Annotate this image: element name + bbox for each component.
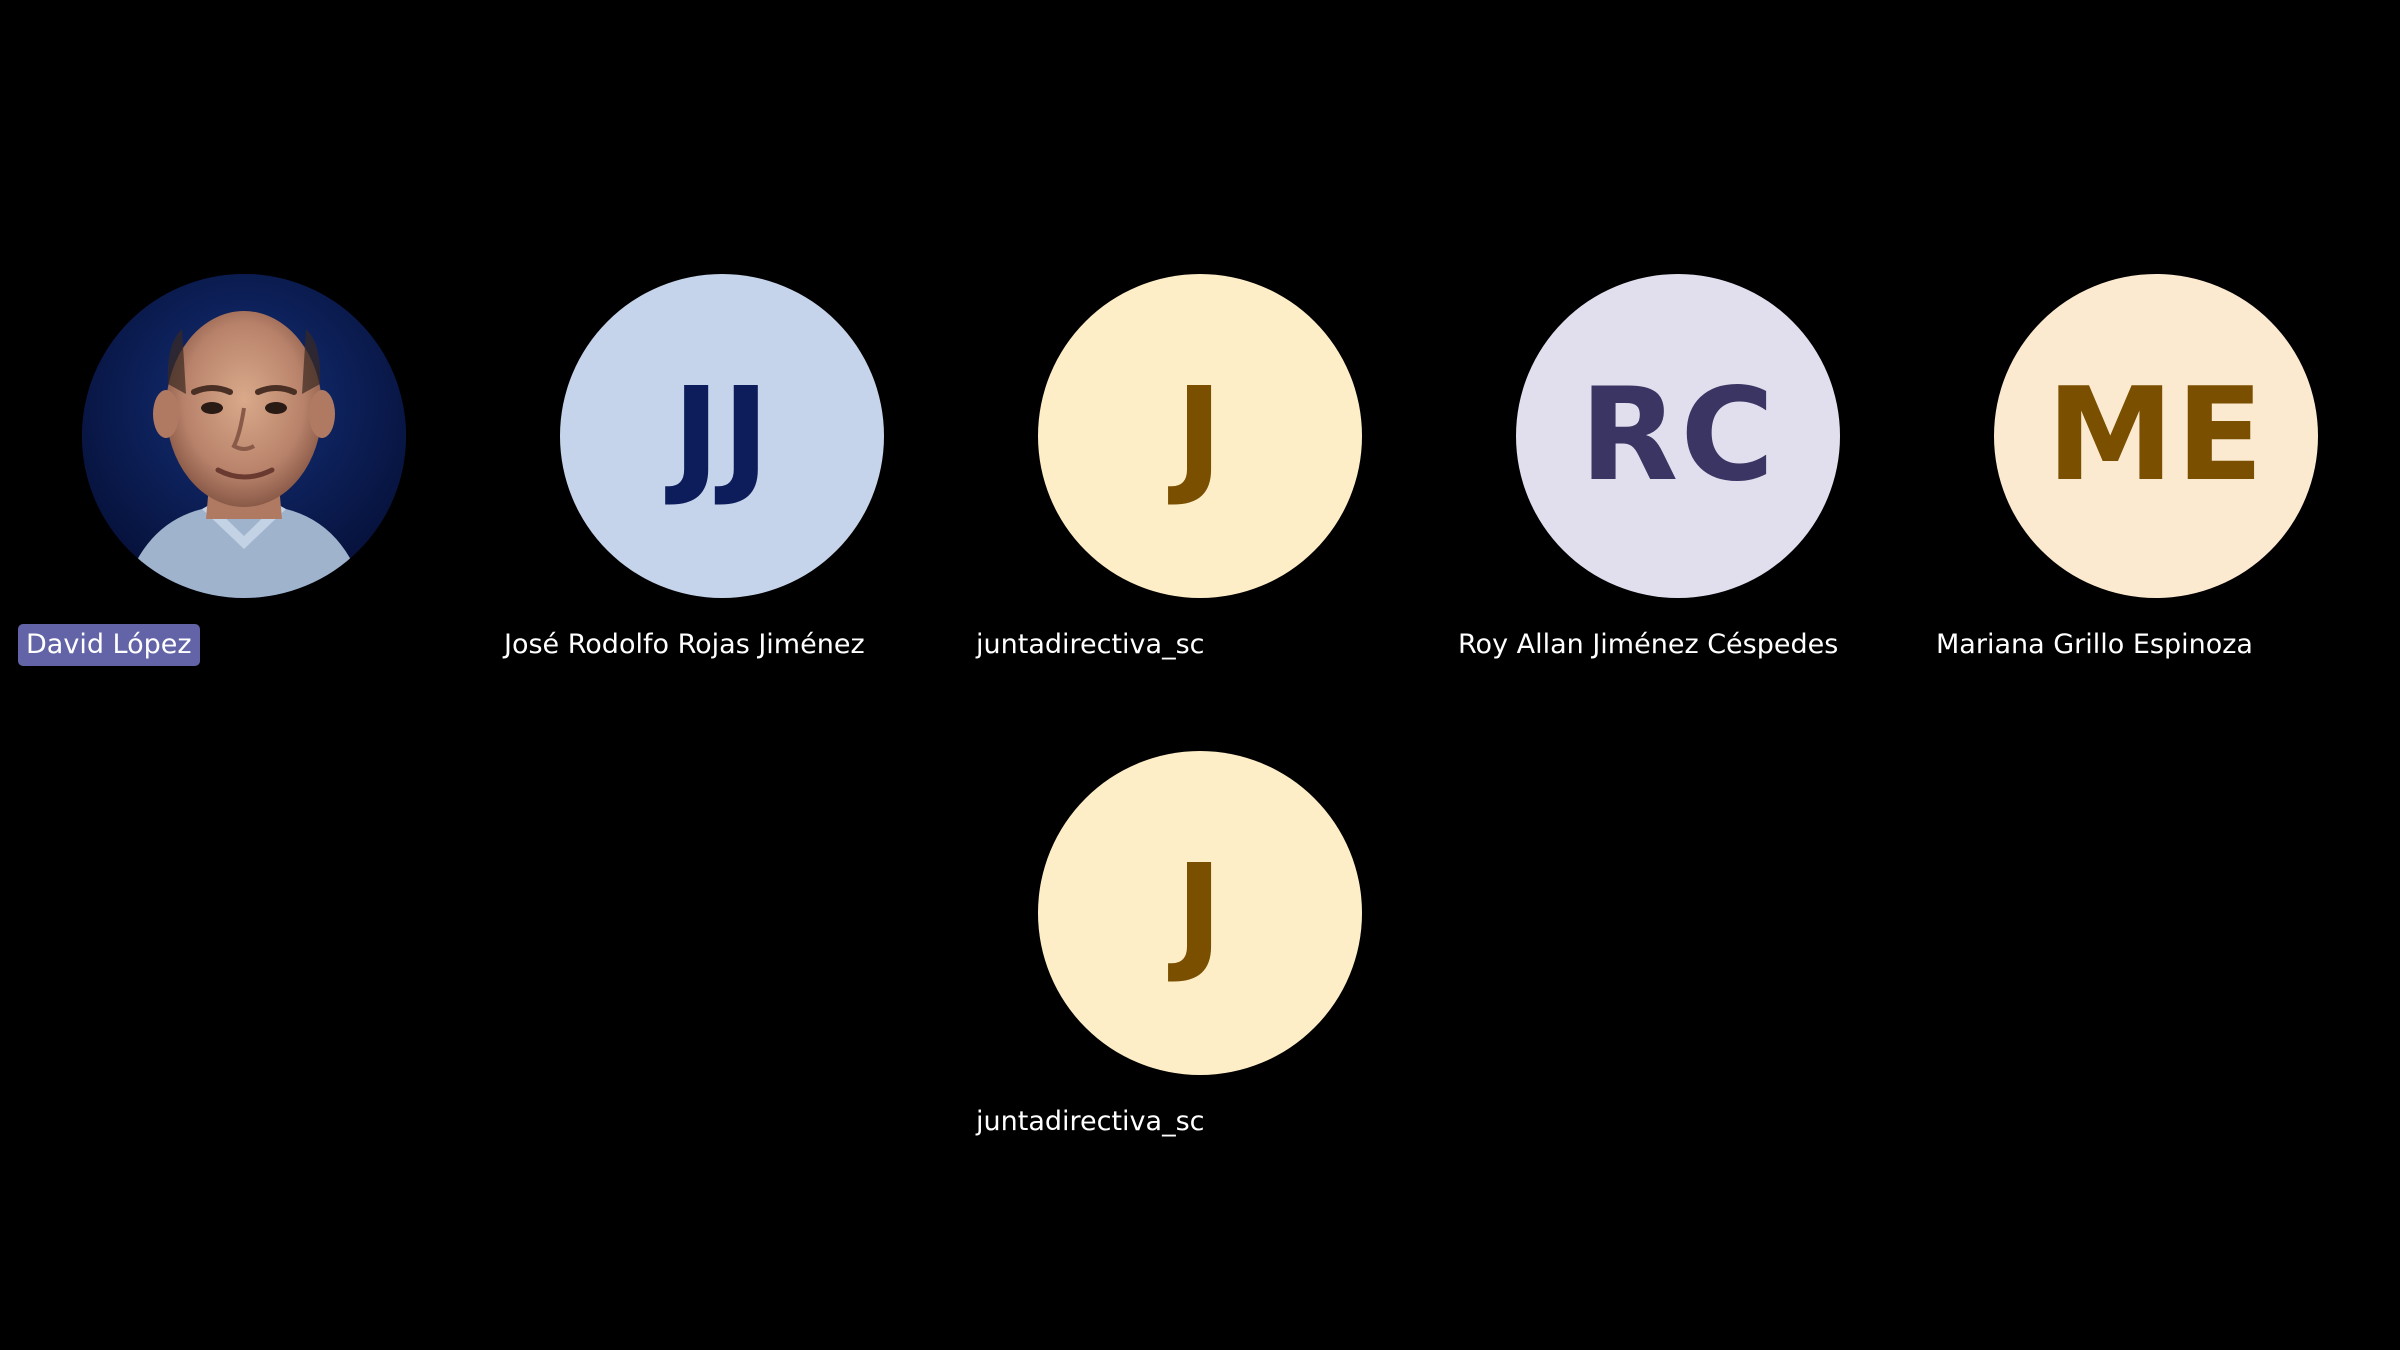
avatar-initials: JJ bbox=[560, 274, 884, 598]
participant-tile[interactable]: JJ José Rodolfo Rojas Jiménez bbox=[480, 274, 958, 694]
avatar-photo bbox=[82, 274, 406, 598]
participant-name-label: José Rodolfo Rojas Jiménez bbox=[504, 629, 865, 660]
avatar-initials-text: ME bbox=[2046, 361, 2266, 510]
avatar-initials: J bbox=[1038, 751, 1362, 1075]
participant-tile[interactable]: RC Roy Allan Jiménez Céspedes bbox=[1436, 274, 1914, 694]
participant-name-label: juntadirectiva_sc bbox=[976, 1106, 1205, 1137]
avatar-initials: RC bbox=[1516, 274, 1840, 598]
avatar-initials-text: RC bbox=[1579, 361, 1777, 510]
participant-name-label: juntadirectiva_sc bbox=[976, 629, 1205, 660]
profile-photo-image bbox=[82, 274, 406, 598]
participant-tile[interactable]: David López bbox=[2, 274, 480, 694]
avatar-initials-text: J bbox=[1175, 361, 1225, 510]
participant-tile[interactable]: ME Mariana Grillo Espinoza bbox=[1914, 274, 2392, 694]
participant-name-label: Roy Allan Jiménez Céspedes bbox=[1458, 629, 1839, 660]
avatar-initials: ME bbox=[1994, 274, 2318, 598]
avatar-initials-text: JJ bbox=[672, 361, 772, 510]
participant-tile[interactable]: J juntadirectiva_sc bbox=[958, 274, 1436, 694]
participant-name-label: Mariana Grillo Espinoza bbox=[1936, 629, 2253, 660]
avatar-initials: J bbox=[1038, 274, 1362, 598]
participant-tile[interactable]: J juntadirectiva_sc bbox=[958, 751, 1436, 1171]
avatar-initials-text: J bbox=[1175, 838, 1225, 987]
participant-name-label: David López bbox=[18, 624, 200, 666]
